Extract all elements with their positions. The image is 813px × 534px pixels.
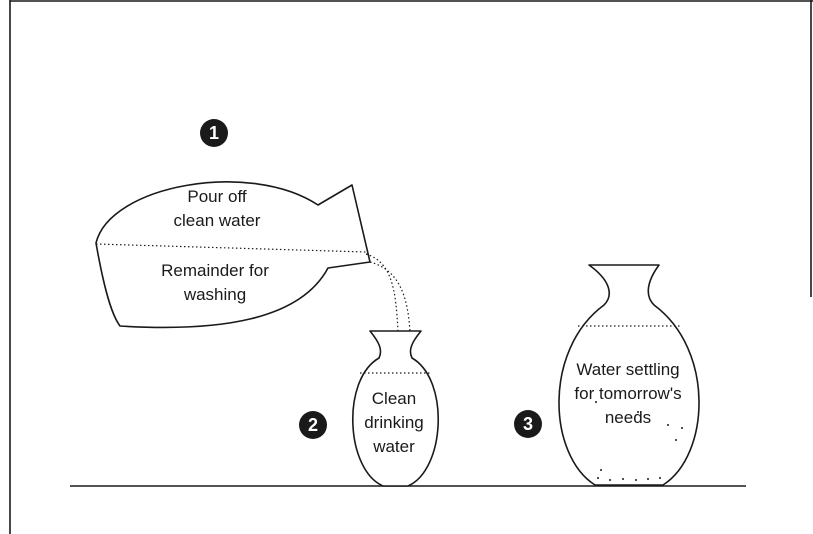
- pour-off-label-line-2: clean water: [174, 211, 261, 230]
- settling-label-line-2: for tomorrow's: [574, 384, 681, 403]
- pour-off-label-line-1: Pour off: [187, 187, 247, 206]
- step-1-badge: 1: [200, 119, 228, 147]
- remainder-label-line-2: washing: [183, 285, 246, 304]
- pouring-stream-line-b: [369, 261, 411, 333]
- settling-label-line-3: needs: [605, 408, 651, 427]
- clean-drinking-label-line-3: water: [372, 437, 415, 456]
- clean-drinking-label-line-1: Clean: [372, 389, 416, 408]
- clean-drinking-label-line-2: drinking: [364, 413, 424, 432]
- step-3-badge: 3: [514, 410, 542, 438]
- numbered-circle-icon: [299, 411, 327, 439]
- small-pot-icon: [352, 330, 439, 487]
- large-pot-icon: [558, 264, 700, 486]
- pouring-vessel-icon: [95, 181, 411, 333]
- remainder-label-line-1: Remainder for: [161, 261, 269, 280]
- step-2-number: 2: [308, 415, 318, 435]
- numbered-circle-icon: [200, 119, 228, 147]
- settling-label-line-1: Water settling: [576, 360, 679, 379]
- step-2-badge: 2: [299, 411, 327, 439]
- step-3-number: 3: [523, 414, 533, 434]
- sediment-dots: [595, 401, 683, 481]
- vessel-water-level: [95, 243, 367, 253]
- pouring-stream-line-a: [365, 253, 399, 333]
- numbered-circle-icon: [514, 410, 542, 438]
- step-1-number: 1: [209, 123, 219, 143]
